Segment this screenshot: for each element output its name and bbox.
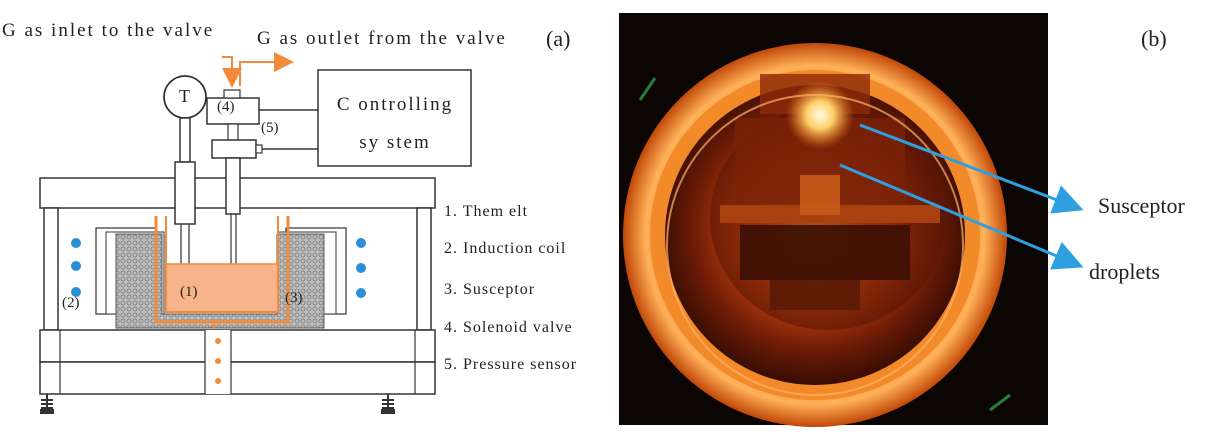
pressure-sensor <box>211 139 257 159</box>
thermometer-stem <box>179 117 191 163</box>
coil-dot <box>356 263 366 273</box>
gas-outlet-arrow <box>239 52 294 86</box>
controller-line-2: sy stem <box>359 132 431 153</box>
legend-item-1: 1. Them elt <box>444 203 529 220</box>
middle-plate <box>39 329 436 363</box>
controlling-system-box <box>317 69 472 167</box>
callout-1: (1) <box>180 284 198 300</box>
thermocouple-sleeve <box>174 161 196 225</box>
legend-item-4: 4. Solenoid valve <box>444 319 573 336</box>
controller-line-1: C ontrolling <box>336 94 454 115</box>
susceptor-label: Susceptor <box>1098 193 1185 218</box>
valve-pipe <box>225 157 241 215</box>
coil-dot <box>71 287 81 297</box>
callout-3: (3) <box>285 290 303 306</box>
bottom-plate <box>39 361 436 395</box>
crucible-inner <box>165 216 279 313</box>
right-foot <box>381 394 395 414</box>
droplet <box>212 324 216 328</box>
callout-4: (4) <box>217 99 235 115</box>
susceptor-pointer <box>859 123 1084 214</box>
crucible-outer <box>154 216 290 324</box>
legend-item-3: 3. Susceptor <box>444 281 536 298</box>
melt <box>167 264 277 311</box>
thermometer-label: T <box>179 86 190 106</box>
droplets-label: droplets <box>1089 259 1160 284</box>
gas-inlet-arrow <box>222 56 242 88</box>
left-post <box>43 207 59 331</box>
panel-a-letter: (a) <box>546 26 571 51</box>
droplet <box>215 358 221 364</box>
droplet <box>215 378 221 384</box>
droplet <box>215 338 221 344</box>
legend-item-2: 2. Induction coil <box>444 240 567 257</box>
gas-inlet-label: G as inlet to the valve <box>2 20 215 41</box>
coil-dot <box>71 261 81 271</box>
photo-b <box>619 13 1048 427</box>
right-post <box>416 207 432 331</box>
droplets-pointer <box>839 163 1084 270</box>
coil-dot <box>356 288 366 298</box>
gas-outlet-label: G as outlet from the valve <box>257 28 507 49</box>
coil-dot <box>356 238 366 248</box>
callout-5: (5) <box>261 120 279 136</box>
panel-b-letter: (b) <box>1141 26 1167 51</box>
callout-2: (2) <box>62 295 80 311</box>
coil-dot <box>71 238 81 248</box>
left-foot <box>40 394 54 414</box>
legend-item-5: 5. Pressure sensor <box>444 356 578 373</box>
